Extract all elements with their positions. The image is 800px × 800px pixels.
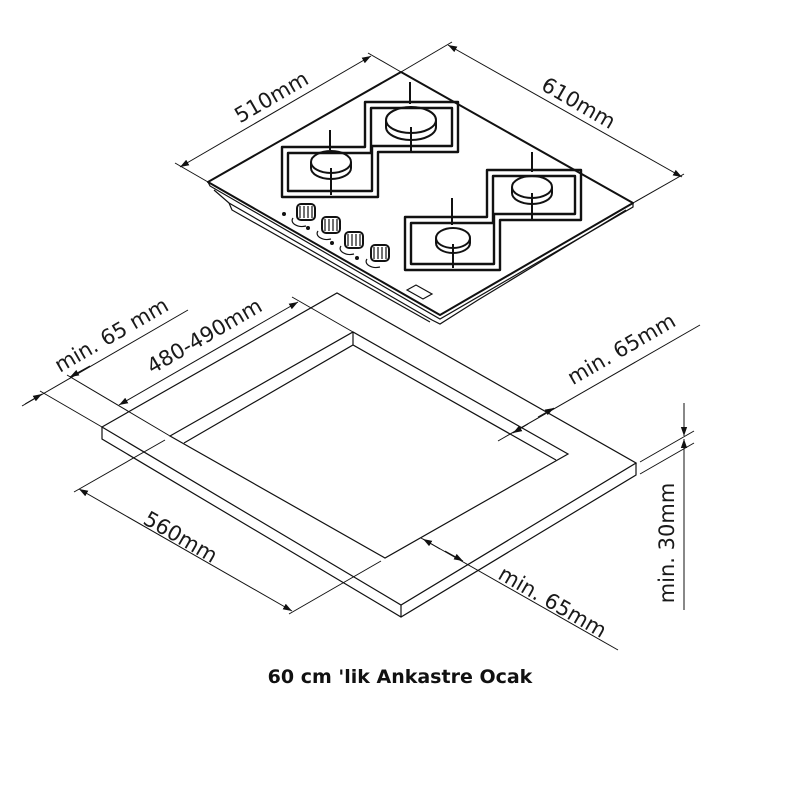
knob-3[interactable] <box>330 231 364 256</box>
dimension-front-margin: min. 65mm <box>420 537 619 651</box>
knob-1[interactable] <box>282 203 316 228</box>
knob-4[interactable] <box>355 244 390 269</box>
dim-label-610: 610mm <box>537 72 619 133</box>
burner-back <box>385 82 437 152</box>
dim-label-front-margin: min. 65mm <box>494 562 610 643</box>
dimension-back-margin: min. 65mm <box>497 309 701 442</box>
burner-left <box>310 130 352 195</box>
dimension-hob-width: 610mm <box>400 41 685 204</box>
hob-tray <box>213 189 627 325</box>
dim-label-thickness: min. 30mm <box>655 483 679 604</box>
grate-right-pair <box>403 168 583 272</box>
burner-right <box>511 152 553 220</box>
cutout-opening <box>168 331 570 559</box>
countertop-edge <box>101 427 637 618</box>
diagram-title: 60 cm 'lik Ankastre Ocak <box>267 666 533 688</box>
cutout-inner-wall <box>183 332 557 461</box>
dim-label-cutout-width: 560mm <box>139 506 221 567</box>
dimension-countertop-thickness: min. 30mm <box>639 403 695 610</box>
control-knobs <box>282 203 390 269</box>
dim-label-back-margin: min. 65mm <box>563 309 679 390</box>
knob-2[interactable] <box>306 216 341 241</box>
hob-glass-edge <box>207 181 634 320</box>
hob-tray-inner <box>228 202 431 323</box>
burner-front <box>435 198 471 268</box>
dimension-cutout-width: 560mm <box>73 439 382 615</box>
label-plate <box>405 284 434 300</box>
grate-left-pair <box>280 100 460 199</box>
